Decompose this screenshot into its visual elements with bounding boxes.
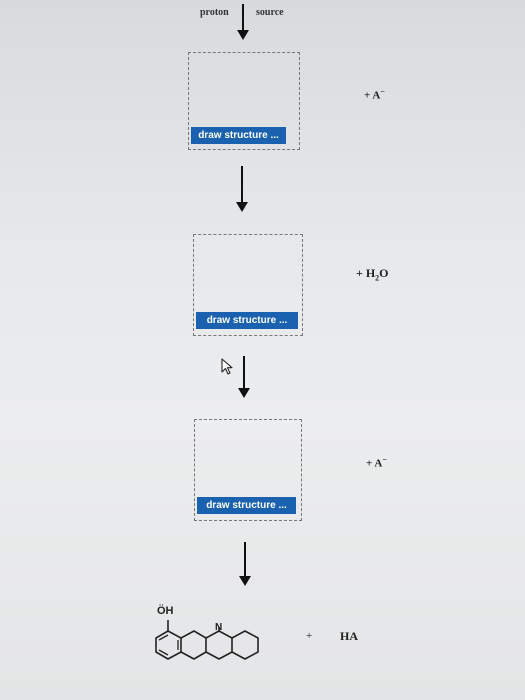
source-label: source xyxy=(256,7,284,18)
reagent-step-2-suffix: O xyxy=(379,266,389,280)
reagent-step-1: + A− xyxy=(364,87,385,102)
reagent-step-2-prefix: + H xyxy=(356,266,376,280)
down-arrow-icon xyxy=(238,356,250,398)
reagent-step-1-charge: − xyxy=(380,87,385,96)
down-arrow-icon xyxy=(239,542,251,586)
reagent-step-2-subscript: 2 xyxy=(375,273,380,283)
reagent-step-1-prefix: + A xyxy=(364,89,381,102)
byproduct-ha: HA xyxy=(340,629,358,643)
draw-structure-button-3[interactable]: draw structure ... xyxy=(197,497,296,514)
reagent-step-3-prefix: + A xyxy=(366,457,383,470)
structure-drop-box-2[interactable] xyxy=(193,234,303,336)
structure-drop-box-3[interactable] xyxy=(194,419,302,521)
reagent-step-3: + A− xyxy=(366,455,387,470)
nitrogen-label: N xyxy=(215,622,223,633)
proton-label: proton xyxy=(200,7,229,18)
reagent-step-2: + H2O xyxy=(356,266,389,282)
product-molecule xyxy=(155,620,259,660)
structure-drop-box-1[interactable] xyxy=(188,52,300,150)
down-arrow-icon xyxy=(237,4,249,40)
draw-structure-button-2[interactable]: draw structure ... xyxy=(196,312,298,329)
down-arrow-icon xyxy=(236,166,248,212)
plus-sign: + xyxy=(306,630,313,642)
hydroxyl-label: ÖH xyxy=(157,605,174,617)
mouse-pointer-icon xyxy=(221,358,233,375)
reagent-step-3-charge: − xyxy=(382,455,387,464)
draw-structure-button-1[interactable]: draw structure ... xyxy=(191,127,286,144)
